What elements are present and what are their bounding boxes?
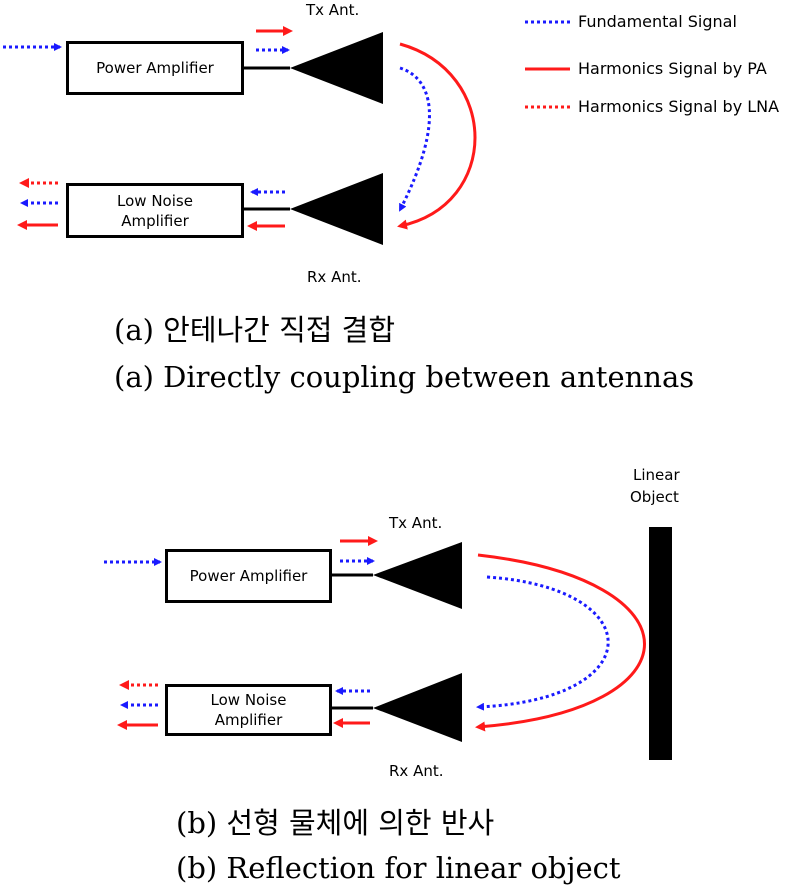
tx-antenna-label: Tx Ant. xyxy=(389,514,443,532)
legend-harmonics-lna-label: Harmonics Signal by LNA xyxy=(578,97,780,116)
rx-antenna xyxy=(290,173,383,245)
power-amplifier-label: Power Amplifier xyxy=(96,59,214,77)
tx-antenna xyxy=(290,32,383,104)
linear-object-label-line1: Linear xyxy=(633,466,680,484)
legend-fundamental-label: Fundamental Signal xyxy=(578,12,737,31)
low-noise-amplifier-box: Low Noise Amplifier xyxy=(66,183,244,238)
rx-antenna-label: Rx Ant. xyxy=(389,762,444,780)
linear-object-bar xyxy=(649,527,672,760)
tx-antenna-label: Tx Ant. xyxy=(306,1,360,19)
fundamental-coupling-curve xyxy=(398,66,431,212)
lna-label-line2: Amplifier xyxy=(121,211,189,230)
low-noise-amplifier-box: Low Noise Amplifier xyxy=(165,684,332,736)
rx-antenna xyxy=(373,673,462,742)
fundamental-reflection-curve xyxy=(476,575,610,711)
legend-harmonics-pa-label: Harmonics Signal by PA xyxy=(578,59,767,78)
tx-antenna xyxy=(373,542,462,609)
harmonic-coupling-curve xyxy=(397,42,477,230)
caption-a-korean: (a) 안테나간 직접 결합 xyxy=(114,313,396,347)
lna-label-line1: Low Noise xyxy=(117,191,193,210)
lna-label-line1: Low Noise xyxy=(210,691,287,709)
panel-b xyxy=(104,527,672,760)
lna-label-line2: Amplifier xyxy=(214,711,283,729)
caption-b-korean: (b) 선형 물체에 의한 반사 xyxy=(176,806,495,840)
rx-antenna-label: Rx Ant. xyxy=(307,268,362,286)
caption-b-english: (b) Reflection for linear object xyxy=(176,851,621,885)
power-amplifier-box: Power Amplifier xyxy=(66,41,244,95)
linear-object-label-line2: Object xyxy=(630,488,679,506)
power-amplifier-box: Power Amplifier xyxy=(165,549,332,603)
legend xyxy=(525,20,570,109)
power-amplifier-label: Power Amplifier xyxy=(189,567,308,585)
caption-a-english: (a) Directly coupling between antennas xyxy=(114,360,695,394)
harmonic-reflection-curve xyxy=(475,553,646,732)
panel-a xyxy=(3,26,477,245)
